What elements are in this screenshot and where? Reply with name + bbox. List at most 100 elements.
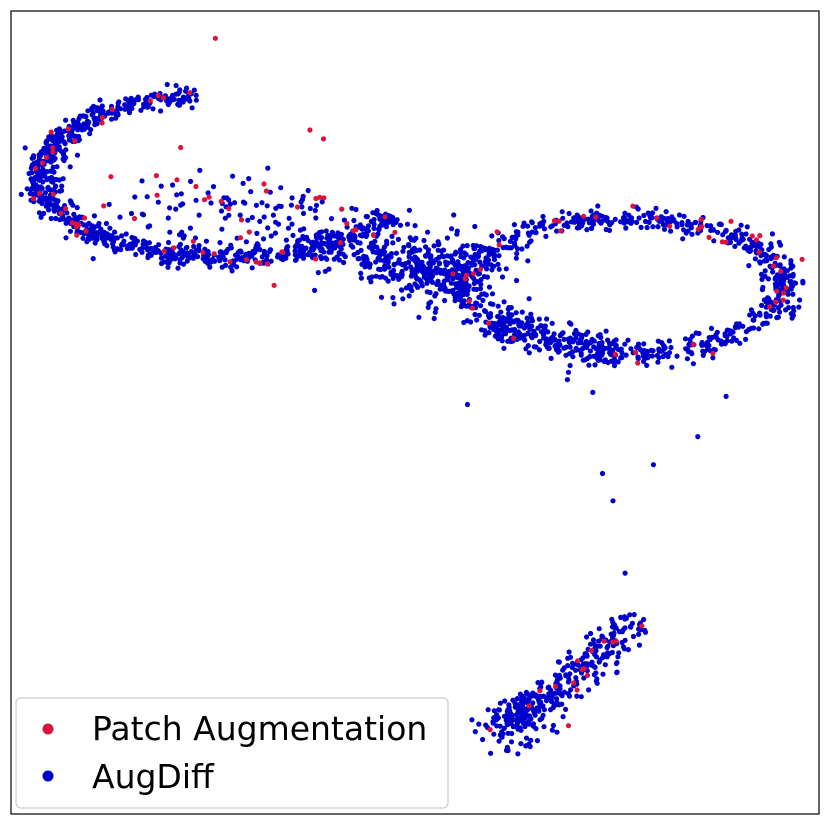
point-augdiff bbox=[508, 739, 515, 745]
point-augdiff bbox=[567, 362, 573, 369]
point-augdiff bbox=[626, 217, 632, 223]
point-augdiff bbox=[487, 324, 493, 330]
point-augdiff bbox=[588, 225, 595, 231]
point-augdiff bbox=[800, 280, 806, 286]
point-augdiff bbox=[588, 630, 594, 637]
point-augdiff bbox=[90, 256, 96, 262]
point-augdiff bbox=[178, 191, 184, 197]
point-augdiff bbox=[528, 238, 534, 244]
point-augdiff bbox=[669, 364, 675, 370]
point-augdiff bbox=[398, 271, 404, 277]
point-augdiff bbox=[529, 229, 535, 235]
point-augdiff bbox=[217, 249, 223, 255]
point-augdiff bbox=[368, 279, 374, 285]
point-augdiff bbox=[349, 205, 355, 211]
point-patch-augmentation bbox=[558, 228, 564, 234]
point-augdiff bbox=[642, 627, 648, 634]
point-augdiff bbox=[607, 221, 613, 228]
point-augdiff bbox=[619, 629, 625, 635]
point-augdiff bbox=[581, 675, 587, 681]
point-augdiff bbox=[433, 291, 439, 297]
point-augdiff bbox=[173, 206, 179, 212]
point-augdiff bbox=[733, 337, 740, 343]
point-augdiff bbox=[360, 231, 366, 238]
point-patch-augmentation bbox=[556, 218, 562, 224]
point-augdiff bbox=[458, 254, 464, 260]
point-augdiff bbox=[566, 649, 572, 655]
point-augdiff bbox=[187, 254, 193, 260]
point-augdiff bbox=[283, 255, 289, 261]
point-augdiff bbox=[599, 213, 605, 219]
point-augdiff bbox=[657, 348, 663, 354]
point-augdiff bbox=[747, 312, 753, 318]
point-augdiff bbox=[775, 314, 782, 320]
point-patch-augmentation bbox=[99, 120, 105, 126]
point-augdiff bbox=[173, 254, 179, 260]
point-augdiff bbox=[216, 254, 222, 260]
point-patch-augmentation bbox=[154, 192, 160, 198]
point-augdiff bbox=[401, 262, 408, 268]
point-augdiff bbox=[689, 333, 696, 339]
point-augdiff bbox=[522, 337, 528, 343]
point-augdiff bbox=[441, 247, 447, 253]
point-augdiff bbox=[158, 108, 164, 114]
point-augdiff bbox=[203, 238, 209, 244]
point-augdiff bbox=[317, 229, 323, 236]
point-patch-augmentation bbox=[639, 623, 645, 629]
point-augdiff bbox=[563, 706, 569, 713]
point-augdiff bbox=[180, 201, 186, 207]
point-augdiff bbox=[275, 221, 282, 227]
point-augdiff bbox=[230, 173, 236, 179]
point-augdiff bbox=[431, 315, 437, 322]
point-augdiff bbox=[33, 187, 39, 193]
point-augdiff bbox=[285, 225, 292, 231]
point-augdiff bbox=[460, 268, 466, 274]
point-patch-augmentation bbox=[574, 687, 580, 693]
point-augdiff bbox=[36, 152, 42, 158]
point-augdiff bbox=[431, 243, 437, 249]
point-augdiff bbox=[336, 250, 342, 256]
point-augdiff bbox=[599, 470, 606, 477]
point-augdiff bbox=[492, 333, 498, 339]
point-augdiff bbox=[514, 250, 520, 257]
point-augdiff bbox=[54, 199, 61, 205]
point-augdiff bbox=[139, 178, 145, 184]
point-augdiff bbox=[534, 738, 541, 744]
point-augdiff bbox=[500, 245, 506, 251]
point-augdiff bbox=[371, 221, 377, 227]
point-augdiff bbox=[184, 258, 190, 264]
point-patch-augmentation bbox=[193, 183, 199, 190]
point-augdiff bbox=[477, 243, 484, 250]
point-augdiff bbox=[541, 218, 547, 224]
point-augdiff bbox=[722, 229, 729, 235]
point-augdiff bbox=[36, 198, 42, 204]
point-augdiff bbox=[688, 350, 694, 356]
point-augdiff bbox=[67, 228, 73, 234]
point-augdiff bbox=[224, 195, 230, 201]
point-augdiff bbox=[616, 650, 622, 656]
point-augdiff bbox=[237, 212, 243, 218]
point-augdiff bbox=[508, 711, 514, 717]
point-augdiff bbox=[158, 255, 164, 261]
point-augdiff bbox=[92, 118, 98, 124]
point-augdiff bbox=[523, 689, 530, 696]
point-augdiff bbox=[253, 202, 259, 208]
point-augdiff bbox=[310, 239, 316, 245]
point-augdiff bbox=[165, 239, 172, 246]
point-augdiff bbox=[561, 689, 568, 695]
point-augdiff bbox=[155, 199, 161, 205]
point-augdiff bbox=[227, 201, 233, 207]
point-augdiff bbox=[789, 315, 795, 321]
point-augdiff bbox=[391, 217, 397, 223]
point-augdiff bbox=[363, 213, 369, 220]
point-augdiff bbox=[495, 303, 501, 309]
point-augdiff bbox=[477, 286, 484, 292]
point-augdiff bbox=[781, 254, 787, 260]
point-augdiff bbox=[140, 212, 147, 218]
point-augdiff bbox=[471, 276, 477, 282]
point-augdiff bbox=[541, 226, 548, 232]
point-augdiff bbox=[300, 193, 306, 199]
point-augdiff bbox=[110, 239, 116, 245]
point-augdiff bbox=[676, 212, 683, 218]
point-patch-augmentation bbox=[320, 136, 327, 142]
